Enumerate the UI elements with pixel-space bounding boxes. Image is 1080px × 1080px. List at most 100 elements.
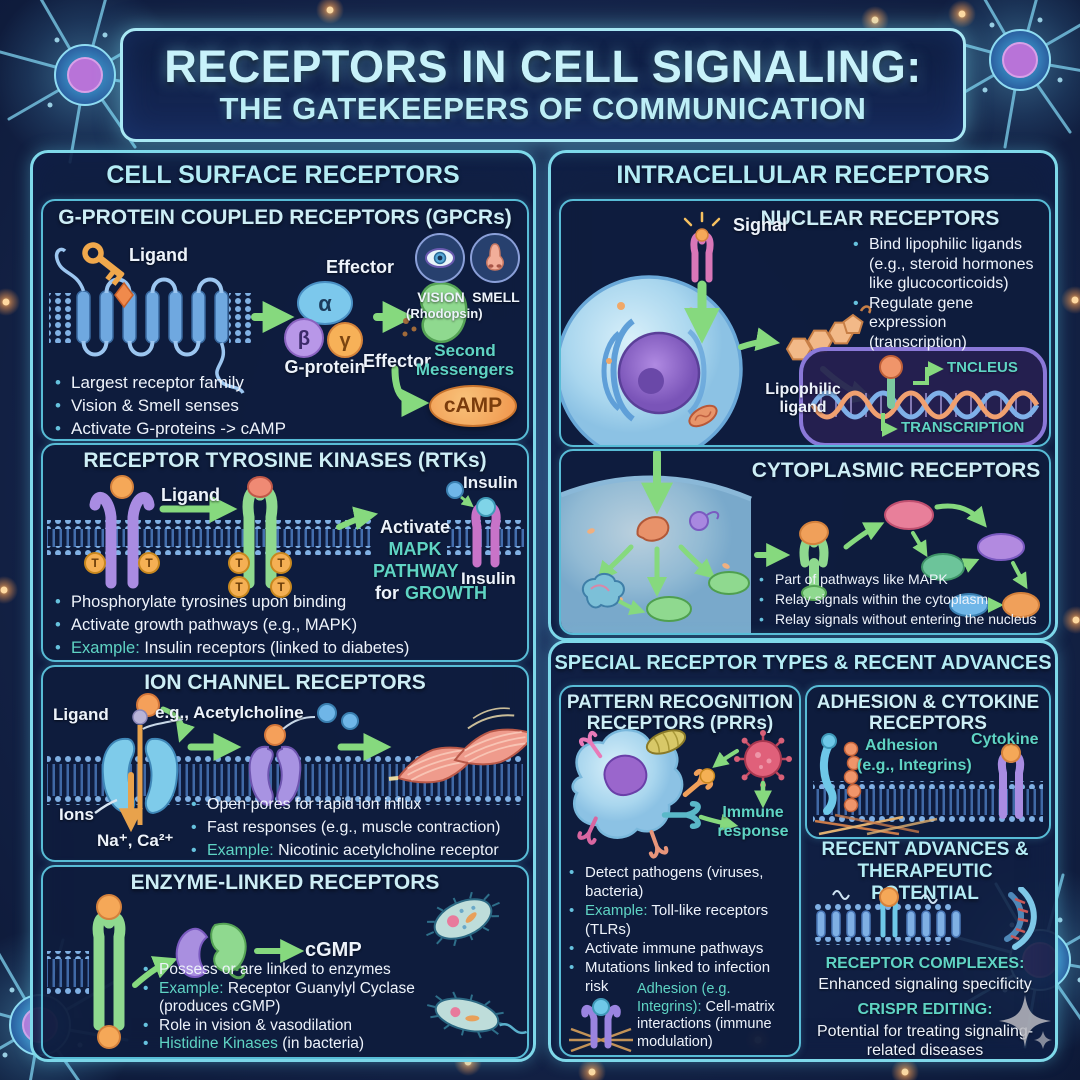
ions-label: Ions — [59, 805, 94, 824]
arrow-icon — [911, 531, 928, 558]
ion-channel-open-icon — [248, 716, 316, 807]
special-header: SPECIAL RECEPTOR TYPES & RECENT ADVANCES — [554, 652, 1052, 674]
beta-label: β — [298, 328, 310, 350]
nucleus-box-icon — [799, 347, 1047, 445]
effector-bottom-label: Effector — [362, 351, 431, 371]
intracellular-header: INTRACELLULAR RECEPTORS — [616, 161, 990, 189]
membrane-icon — [47, 951, 89, 995]
adhesion-note: Adhesion (e.g. Integrins): Cell-matrix i… — [637, 981, 775, 1050]
bullet-item: Largest receptor family — [55, 371, 385, 394]
arrow-icon — [160, 706, 195, 743]
bullet-item: Open pores for rapid ion influx — [191, 793, 523, 816]
bullet-item: Bind lipophilic ligands (e.g., steroid h… — [853, 235, 1043, 294]
bullet-item: Regulate gene expression (transcription) — [853, 294, 1043, 353]
ion-channel-panel: ION CHANNEL RECEPTORS — [41, 665, 529, 862]
mitochondria-icon — [688, 404, 718, 428]
pathway-protein-icon — [977, 533, 1025, 561]
receptor-complex-illustration — [815, 887, 1037, 950]
bullet-item: Histidine Kinases (in bacteria) — [143, 1035, 433, 1054]
g-protein-icon — [284, 281, 363, 358]
enzyme-linked-panel: ENZYME-LINKED RECEPTORS — [41, 865, 529, 1059]
integrin-receptor-icon — [569, 998, 633, 1053]
enzyme-title: ENZYME-LINKED RECEPTORS — [130, 871, 440, 894]
signal-squiggle-icon — [920, 894, 938, 904]
matrix-fibers-icon — [814, 813, 938, 836]
ligand-blob-icon — [247, 476, 273, 498]
gpcr-title: G-PROTEIN COUPLED RECEPTORS (GPCRs) — [58, 206, 512, 229]
ion-bullets: Open pores for rapid ion influx Fast res… — [191, 793, 523, 860]
adhesion-title-line2: RECEPTORS — [869, 713, 987, 734]
mapk-label: MAPK — [388, 539, 442, 559]
gpcr-panel: G-PROTEIN COUPLED RECEPTORS (GPCRs) — [41, 199, 529, 441]
nuclear-illustration — [561, 211, 1047, 445]
arrow-icon — [678, 544, 716, 579]
rtk-receptor-icon — [89, 491, 155, 589]
effector-ball-icon — [97, 1025, 121, 1049]
lipophilic-ligand-label: Lipophilic ligand — [765, 381, 841, 416]
tncleus-label: TNCLEUS — [947, 359, 1018, 376]
signal-molecule-icon — [689, 511, 709, 531]
bullet-item: Activate G-proteins -> cAMP — [55, 417, 385, 439]
crispr-dna-icon — [1004, 887, 1037, 950]
insulin-receptor-icon — [446, 481, 501, 568]
adhesion-label: Adhesion — [865, 737, 938, 754]
vision-icon — [415, 233, 465, 283]
adhesion-illustration — [813, 733, 1043, 836]
rtk-ligand-label: Ligand — [161, 485, 220, 505]
t-label: T — [277, 580, 285, 594]
t-label: T — [91, 556, 99, 570]
rhodopsin-label: (Rhodopsin) — [406, 306, 483, 321]
smell-label: SMELL — [472, 289, 520, 305]
intracellular-panel: INTRACELLULAR RECEPTORS — [548, 150, 1058, 641]
cytoplasmic-bullets: Part of pathways like MAPK Relay signals… — [759, 569, 1049, 629]
page-title-line1: RECEPTORS IN CELL SIGNALING: — [164, 41, 922, 93]
acetylcholine-label: e.g., Acetylcholine — [155, 703, 304, 722]
bullet-item: Detect pathogens (viruses, bacteria) — [569, 863, 793, 901]
cytokine-receptor-icon — [998, 743, 1024, 819]
bullet-item: Example: Nicotinic acetylcholine recepto… — [191, 839, 523, 860]
arrow-icon — [712, 749, 739, 768]
sparkle-icon — [999, 995, 1052, 1049]
arrow-icon — [961, 558, 980, 573]
rtk-illustration: T T T T T T — [47, 475, 525, 598]
nuclear-panel: NUCLEAR RECEPTORS Signal Lipophilic liga… — [559, 199, 1051, 447]
pathway-protein-icon — [884, 500, 934, 530]
pathway-label: PATHWAY — [373, 561, 459, 581]
bullet-item: Activate immune pathways — [569, 939, 793, 958]
t-label: T — [277, 556, 285, 570]
insulin-bottom-label: Insulin — [461, 569, 516, 588]
ion-ligand-label: Ligand — [53, 705, 109, 724]
t-label: T — [235, 556, 243, 570]
complex-receptor-icon — [879, 887, 899, 938]
prr-illustration — [569, 728, 792, 1053]
cytoplasmic-panel: CYTOPLASMIC RECEPTORS Part of pathways l… — [559, 449, 1051, 635]
ligand-ball-icon — [110, 475, 134, 499]
nucleolus-icon — [638, 368, 664, 394]
bullet-item: Relay signals without entering the nucle… — [759, 609, 1049, 629]
vision-label: VISION — [417, 289, 465, 305]
muscle-icon — [453, 707, 527, 766]
adhesion-receptor-icon — [820, 733, 862, 815]
camp-label: cAMP — [443, 394, 503, 417]
effector-top-label: Effector — [325, 257, 394, 277]
nuclear-bullets: Bind lipophilic ligands (e.g., steroid h… — [853, 235, 1043, 352]
adhesion-title-line1: ADHESION & CYTOKINE — [816, 692, 1040, 713]
signal-squiggle-icon — [832, 890, 850, 900]
nuclear-title: NUCLEAR RECEPTORS — [760, 207, 1000, 230]
rtk-panel: RECEPTOR TYROSINE KINASES (RTKs) — [41, 443, 529, 662]
phospho-t-icons — [84, 552, 160, 574]
ligand-ball-icon — [96, 894, 122, 920]
bullet-item: Example: Receptor Guanylyl Cyclase (prod… — [143, 980, 433, 1017]
ligand-key-icon — [82, 242, 125, 286]
signal-label: Signal — [733, 215, 788, 235]
enzyme-receptor-icon — [92, 911, 126, 1031]
second-messengers-label: Second Messengers — [415, 341, 515, 379]
signal-receptor-icon — [683, 211, 721, 283]
t-label: T — [235, 580, 243, 594]
transcription-label: TRANSCRIPTION — [901, 419, 1025, 436]
title-banner: RECEPTORS IN CELL SIGNALING: THE GATEKEE… — [120, 28, 966, 142]
brain-icon — [581, 573, 646, 616]
integrins-label: (e.g., Integrins) — [857, 757, 972, 774]
arrow-icon — [843, 522, 885, 550]
